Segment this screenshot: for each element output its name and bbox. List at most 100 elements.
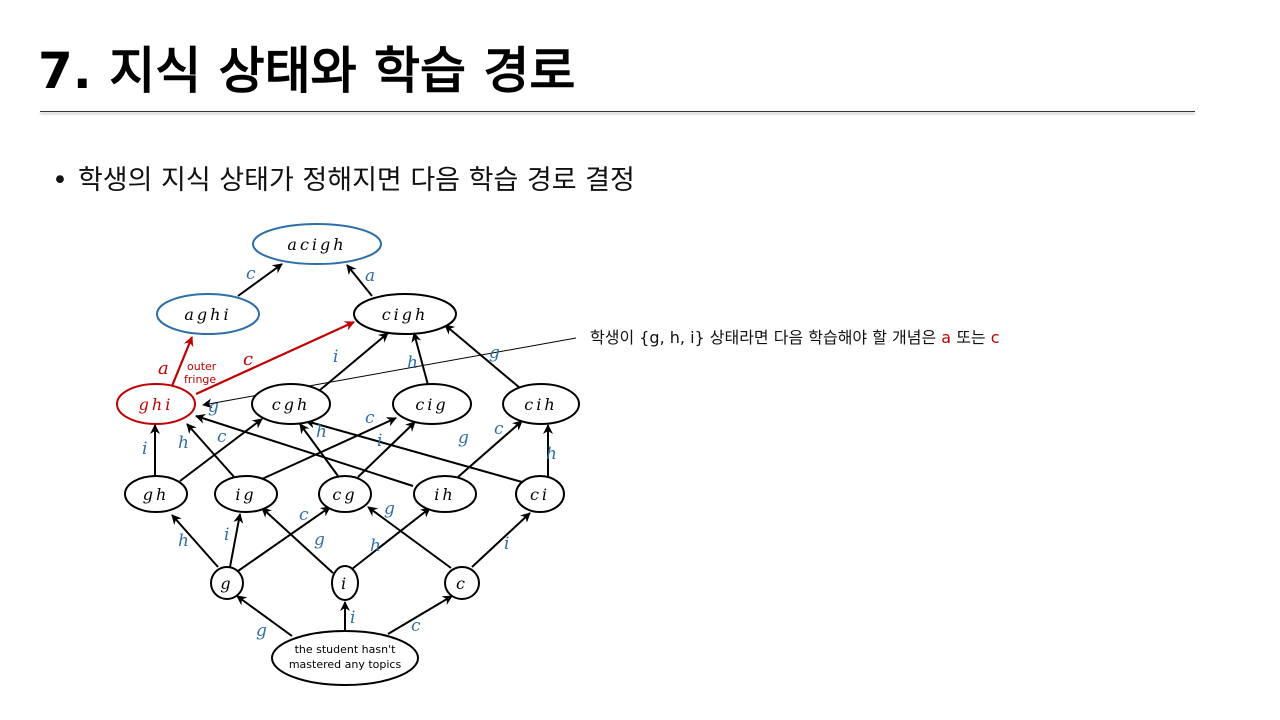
- svg-text:gh: gh: [143, 485, 170, 504]
- edge-g-gh: [171, 514, 219, 568]
- edge-cg-cgh: [299, 423, 339, 477]
- edge-g-ig: [229, 513, 244, 568]
- edge-ih-cih: [457, 420, 523, 478]
- edge-aghi-acigh: [237, 263, 283, 297]
- red-edge-label-a: a: [158, 358, 169, 379]
- svg-text:c: c: [299, 505, 309, 525]
- edge-g-cg: [237, 506, 331, 572]
- node-g: g: [210, 566, 244, 600]
- edge-gh-cgh: [179, 418, 263, 482]
- svg-text:g: g: [314, 530, 325, 550]
- node-ih: ih: [413, 475, 477, 513]
- edge-ig-cig: [261, 417, 397, 480]
- note-option-a: a: [941, 328, 952, 347]
- node-cgh: cgh: [251, 383, 331, 425]
- svg-text:i: i: [142, 439, 147, 459]
- node-aghi: aghi: [156, 293, 260, 335]
- svg-text:h: h: [178, 531, 189, 551]
- edge-ih-ghi: [195, 414, 414, 487]
- note-option-c: c: [990, 328, 1000, 347]
- edge-c-cg: [367, 506, 452, 569]
- svg-text:g: g: [256, 621, 267, 641]
- svg-text:h: h: [370, 536, 381, 556]
- edge-labels: c a i h g g c i h c h i g c h h i c g h …: [142, 264, 557, 641]
- svg-text:c: c: [456, 574, 468, 593]
- edge-cgh-cigh: [319, 332, 389, 391]
- svg-text:i: i: [224, 525, 229, 545]
- node-cih: cih: [502, 383, 580, 425]
- note-middle: 또는: [951, 328, 991, 347]
- node-cigh: cigh: [353, 293, 457, 335]
- svg-text:cih: cih: [524, 395, 557, 414]
- bullet-text: 학생의 지식 상태가 정해지면 다음 학습 경로 결정: [77, 165, 635, 196]
- edge-i-ih: [351, 507, 431, 570]
- next-concept-note: 학생이 {g, h, i} 상태라면 다음 학습해야 할 개념은 a 또는 c: [590, 324, 1000, 348]
- node-start: the student hasn't mastered any topics: [271, 630, 419, 686]
- node-acigh: acigh: [252, 223, 382, 265]
- edge-ig-ghi: [186, 423, 236, 479]
- edge-start-c: [387, 595, 453, 635]
- svg-text:c: c: [494, 419, 504, 439]
- edge-ghi-aghi: [170, 336, 194, 387]
- node-ghi: ghi: [116, 383, 196, 425]
- edge-ci-cgh: [305, 418, 523, 483]
- svg-text:cig: cig: [415, 395, 448, 414]
- edge-cih-cigh: [444, 324, 521, 389]
- svg-text:i: i: [333, 347, 338, 367]
- svg-text:i: i: [504, 534, 509, 554]
- outer-fringe-label-1: outer: [187, 360, 217, 373]
- node-cig: cig: [392, 383, 472, 425]
- svg-text:h: h: [546, 444, 557, 464]
- node-i: i: [331, 565, 359, 601]
- svg-text:i: i: [377, 431, 382, 451]
- svg-text:a: a: [365, 266, 375, 286]
- svg-text:ig: ig: [235, 485, 256, 504]
- bullet-dot: •: [52, 165, 68, 196]
- node-ig: ig: [214, 475, 278, 513]
- svg-text:h: h: [316, 422, 327, 442]
- svg-text:acigh: acigh: [287, 235, 346, 254]
- svg-text:ih: ih: [434, 485, 455, 504]
- svg-text:g: g: [384, 499, 395, 519]
- edge-cigh-acigh: [346, 264, 373, 297]
- svg-text:the student hasn't: the student hasn't: [295, 643, 397, 656]
- svg-text:c: c: [246, 264, 256, 284]
- edge-ghi-cigh: [195, 320, 355, 396]
- svg-text:g: g: [220, 574, 233, 593]
- svg-text:c: c: [365, 408, 375, 428]
- node-c: c: [444, 566, 480, 600]
- svg-text:h: h: [178, 433, 189, 453]
- nodes: acigh aghi cigh ghi cgh cig cih gh: [116, 223, 580, 686]
- svg-text:cg: cg: [332, 485, 357, 504]
- svg-text:i: i: [350, 608, 355, 628]
- outer-fringe-edges: [170, 320, 355, 396]
- bullet-point: • 학생의 지식 상태가 정해지면 다음 학습 경로 결정: [52, 158, 635, 197]
- node-ci: ci: [515, 475, 565, 513]
- svg-text:c: c: [217, 427, 227, 447]
- svg-text:c: c: [411, 616, 421, 636]
- title-divider: [40, 111, 1195, 112]
- note-prefix: 학생이 {g, h, i} 상태라면 다음 학습해야 할 개념은: [590, 328, 942, 347]
- svg-text:aghi: aghi: [184, 305, 231, 324]
- svg-text:mastered any topics: mastered any topics: [289, 658, 402, 671]
- svg-text:ghi: ghi: [139, 395, 174, 414]
- svg-text:ci: ci: [530, 485, 550, 504]
- edge-start-g: [236, 595, 293, 637]
- svg-text:g: g: [458, 428, 469, 448]
- page-title: 7. 지식 상태와 학습 경로: [38, 42, 576, 100]
- edge-cig-cigh: [411, 332, 429, 386]
- edge-i-ig: [261, 507, 334, 574]
- svg-text:i: i: [341, 574, 349, 593]
- node-cg: cg: [318, 475, 372, 513]
- svg-text:cgh: cgh: [272, 395, 311, 414]
- svg-text:g: g: [208, 397, 219, 417]
- edges: [150, 263, 553, 637]
- svg-text:cigh: cigh: [382, 305, 429, 324]
- red-edge-label-c: c: [243, 349, 253, 370]
- svg-text:h: h: [407, 353, 418, 373]
- node-gh: gh: [124, 475, 188, 513]
- edge-c-ci: [471, 512, 531, 568]
- outer-fringe-label-2: fringe: [184, 373, 216, 386]
- svg-text:g: g: [489, 343, 500, 363]
